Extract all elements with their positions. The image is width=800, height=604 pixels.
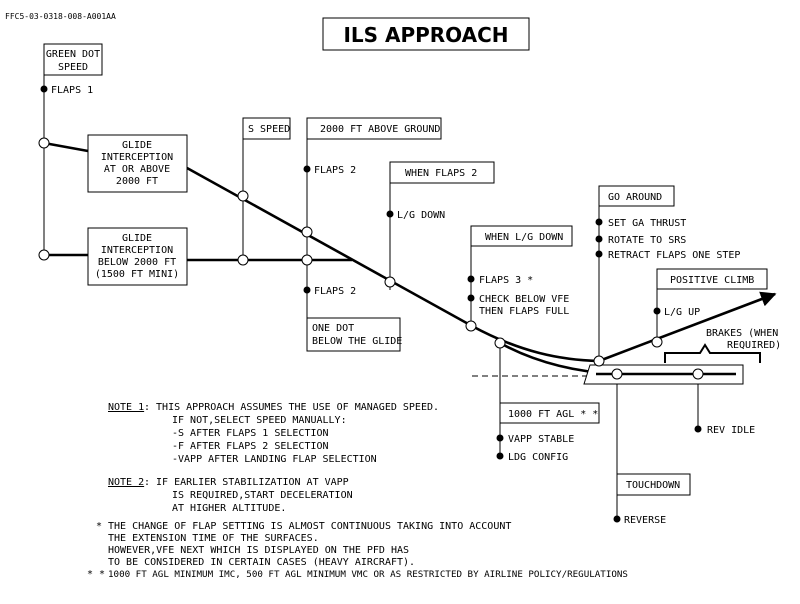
positive-climb-label: POSITIVE CLIMB [670, 275, 754, 286]
footnote-star-line-4: TO BE CONSIDERED IN CERTAIN CASES (HEAVY… [108, 557, 415, 568]
one-dot-label-2: BELOW THE GLIDE [312, 336, 402, 347]
flaps2-lower-label: FLAPS 2 [314, 286, 356, 297]
agl-1000-label: 1000 FT AGL * * [508, 409, 598, 420]
note1-line-1: : THIS APPROACH ASSUMES THE USE OF MANAG… [144, 402, 439, 413]
one-dot-box [306, 317, 401, 352]
note2-heading: NOTE 2 [108, 477, 144, 488]
touchdown-box [616, 473, 691, 496]
footnote-double-star: * * 1000 FT AGL MINIMUM IMC, 500 FT AGL … [87, 569, 628, 580]
note1-line-2: IF NOT,SELECT SPEED MANUALLY: [172, 415, 347, 426]
above-ground-label: 2000 FT ABOVE GROUND [320, 124, 440, 135]
lg-up-label: L/G UP [664, 307, 700, 318]
green-dot-speed-box [43, 43, 103, 76]
note2-line-2: IS REQUIRED,START DECELERATION [172, 490, 353, 501]
ldg-config-label: LDG CONFIG [508, 452, 568, 463]
footnote-double-star-line: 1000 FT AGL MINIMUM IMC, 500 FT AGL MINI… [108, 569, 628, 580]
note1-line-3: -S AFTER FLAPS 1 SELECTION [172, 428, 329, 439]
when-flaps2-box [389, 161, 495, 184]
glide-interception-below-box [87, 227, 188, 286]
green-dot-label-2: SPEED [58, 62, 88, 73]
footnote-star-line-3: HOWEVER,VFE NEXT WHICH IS DISPLAYED ON T… [108, 545, 409, 556]
note-1: NOTE 1 : THIS APPROACH ASSUMES THE USE O… [108, 402, 439, 465]
when-lg-down-label: WHEN L/G DOWN [485, 232, 563, 243]
brakes-label-2: REQUIRED) [727, 340, 781, 351]
rev-idle-label: REV IDLE [707, 425, 755, 436]
glide-below-label-2: INTERCEPTION [101, 245, 173, 256]
agl-1000-box [499, 402, 600, 424]
flaps1-label: FLAPS 1 [51, 85, 93, 96]
green-dot-label-1: GREEN DOT [46, 49, 100, 60]
note-2: NOTE 2 : IF EARLIER STABILIZATION AT VAP… [108, 477, 353, 514]
positive-climb-box [656, 268, 768, 290]
note2-line-3: AT HIGHER ALTITUDE. [172, 503, 286, 514]
title-box [322, 17, 530, 51]
glide-below-label-3: BELOW 2000 FT [98, 257, 176, 268]
footnote-star-mark: * [96, 521, 102, 532]
event-dots [40, 85, 702, 523]
footnote-single-star: * THE CHANGE OF FLAP SETTING IS ALMOST C… [96, 521, 511, 568]
lg-down-label: L/G DOWN [397, 210, 445, 221]
note2-line-1: : IF EARLIER STABILIZATION AT VAPP [144, 477, 349, 488]
ga-item-3: RETRACT FLAPS ONE STEP [608, 250, 740, 261]
touchdown-label: TOUCHDOWN [626, 480, 680, 491]
footnote-star-line-1: THE CHANGE OF FLAP SETTING IS ALMOST CON… [108, 521, 511, 532]
note1-line-5: -VAPP AFTER LANDING FLAP SELECTION [172, 454, 377, 465]
note1-line-4: -F AFTER FLAPS 2 SELECTION [172, 441, 329, 452]
glide-interception-above-box [87, 134, 188, 193]
ga-item-1: SET GA THRUST [608, 218, 686, 229]
glide-above-label-3: AT OR ABOVE [104, 164, 170, 175]
glide-below-label-4: (1500 FT MINI) [95, 269, 179, 280]
when-flaps2-label: WHEN FLAPS 2 [405, 168, 477, 179]
footnote-double-star-mark: * * [87, 569, 105, 580]
s-speed-box [242, 117, 291, 140]
flaps3-label: FLAPS 3 * [479, 275, 533, 286]
s-speed-label: S SPEED [248, 124, 290, 135]
one-dot-label-1: ONE DOT [312, 323, 354, 334]
glide-above-label-1: GLIDE [122, 140, 152, 151]
reverse-label: REVERSE [624, 515, 666, 526]
check-vfe-label-1: CHECK BELOW VFE [479, 294, 569, 305]
note1-heading: NOTE 1 [108, 402, 144, 413]
brakes-label-1: BRAKES (WHEN [706, 328, 778, 339]
glide-above-label-4: 2000 FT [116, 176, 158, 187]
vapp-stable-label: VAPP STABLE [508, 434, 574, 445]
check-vfe-label-2: THEN FLAPS FULL [479, 306, 569, 317]
document-reference: FFC5-03-0318-008-A001AA [5, 12, 116, 21]
glide-below-label-1: GLIDE [122, 233, 152, 244]
page-title: ILS APPROACH [343, 23, 508, 47]
ga-item-2: ROTATE TO SRS [608, 235, 686, 246]
brakes-brace [664, 343, 761, 363]
go-around-box [598, 185, 675, 207]
footnote-star-line-2: THE EXTENSION TIME OF THE SURFACES. [108, 533, 319, 544]
when-lg-down-box [470, 225, 573, 247]
above-ground-box [306, 117, 442, 140]
glide-above-label-2: INTERCEPTION [101, 152, 173, 163]
go-around-label: GO AROUND [608, 192, 662, 203]
flaps2-upper-label: FLAPS 2 [314, 165, 356, 176]
waypoint-circles [38, 137, 704, 380]
